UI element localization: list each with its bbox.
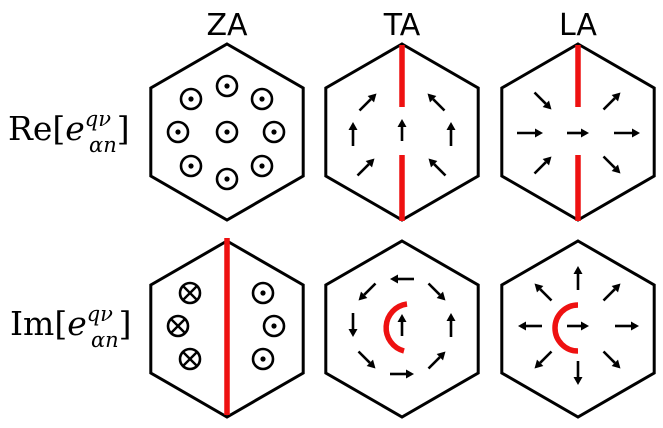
arrow-icon bbox=[348, 122, 358, 146]
arrow-icon bbox=[397, 314, 407, 336]
row-label-imag-sub: αn bbox=[91, 328, 119, 352]
arrow-icon bbox=[358, 282, 377, 301]
arrow-icon bbox=[427, 282, 446, 301]
arrow-icon bbox=[567, 128, 589, 138]
cross-in-circle-icon bbox=[178, 347, 202, 371]
arrow-icon bbox=[446, 313, 456, 337]
row-label-real-prefix: Re[ bbox=[8, 109, 65, 148]
arrow-icon bbox=[427, 351, 446, 370]
row-label-real-sup: qν bbox=[85, 107, 111, 131]
arrow-icon bbox=[533, 156, 552, 175]
dot-in-circle-icon bbox=[250, 154, 274, 178]
row-label-imag-suffix: ] bbox=[119, 304, 132, 343]
arrow-icon bbox=[533, 91, 552, 110]
dot-in-circle-icon bbox=[262, 120, 286, 144]
arrow-icon bbox=[602, 155, 621, 174]
dot-in-circle-icon bbox=[262, 314, 286, 338]
arrow-icon bbox=[357, 350, 376, 369]
arrow-icon bbox=[390, 369, 414, 379]
arrow-icon bbox=[573, 266, 583, 290]
arrow-icon bbox=[615, 321, 639, 331]
column-title-za: ZA bbox=[206, 8, 248, 43]
arrow-icon bbox=[397, 119, 407, 141]
row-label-real-sub: αn bbox=[89, 133, 117, 157]
arrow-icon bbox=[602, 350, 621, 369]
column-title-la: LA bbox=[559, 8, 597, 43]
arrow-icon bbox=[427, 93, 446, 112]
nodal-arc bbox=[552, 302, 579, 354]
dot-in-circle-icon bbox=[250, 87, 274, 111]
dot-in-circle-icon bbox=[215, 74, 239, 98]
row-label-real-base: e bbox=[65, 109, 85, 148]
arrow-icon bbox=[602, 283, 621, 302]
cross-in-circle-icon bbox=[166, 314, 190, 338]
row-label-imag-prefix: Im[ bbox=[10, 304, 67, 343]
arrow-icon bbox=[602, 92, 621, 111]
arrow-icon bbox=[573, 361, 583, 385]
dot-in-circle-icon bbox=[166, 120, 190, 144]
nodal-arc bbox=[383, 301, 408, 354]
arrow-icon bbox=[614, 128, 640, 138]
arrow-icon bbox=[534, 350, 553, 369]
arrow-icon bbox=[534, 283, 553, 302]
arrow-icon bbox=[348, 313, 358, 337]
row-label-imag-base: e bbox=[67, 304, 87, 343]
arrow-icon bbox=[358, 93, 377, 112]
arrow-icon bbox=[356, 158, 375, 177]
arrow-icon bbox=[518, 321, 542, 331]
row-label-real-suffix: ] bbox=[117, 109, 130, 148]
dot-in-circle-icon bbox=[179, 87, 203, 111]
row-label-imag-sup: qν bbox=[87, 302, 113, 326]
arrow-icon bbox=[446, 122, 456, 146]
cross-in-circle-icon bbox=[178, 281, 202, 305]
dot-in-circle-icon bbox=[215, 167, 239, 191]
dot-in-circle-icon bbox=[179, 154, 203, 178]
arrow-icon bbox=[428, 158, 447, 177]
arrow-icon bbox=[517, 128, 543, 138]
arrow-icon bbox=[567, 321, 589, 331]
dot-in-circle-icon bbox=[251, 281, 275, 305]
dot-in-circle-icon bbox=[215, 120, 239, 144]
dot-in-circle-icon bbox=[251, 347, 275, 371]
column-title-ta: TA bbox=[383, 8, 421, 43]
arrow-icon bbox=[390, 274, 414, 284]
